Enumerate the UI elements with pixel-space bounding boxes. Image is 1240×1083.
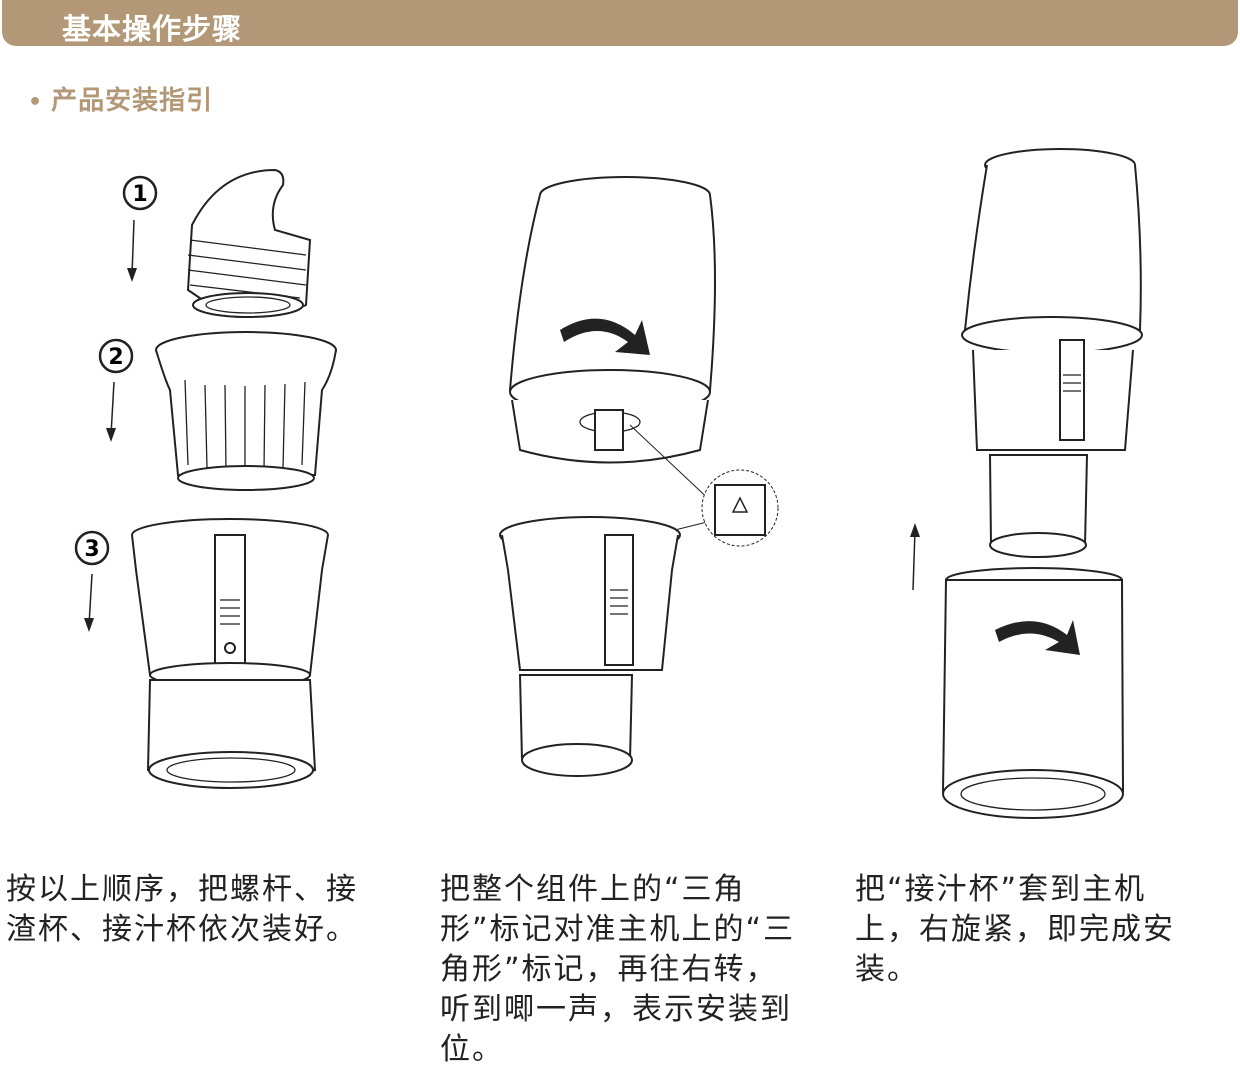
step-marker-3: 3 <box>74 530 110 566</box>
section-title-text: 产品安装指引 <box>51 86 214 116</box>
marker-2-label: 2 <box>108 345 123 370</box>
juice-cup-part-2 <box>941 567 1125 819</box>
juice-cup-part <box>146 679 317 789</box>
main-unit-part <box>508 176 716 464</box>
header-bar: 基本操作步骤 <box>2 0 1238 46</box>
main-unit-assembled-part <box>961 148 1143 558</box>
bowl-part <box>131 518 329 688</box>
attach-cup-illustration <box>910 148 1143 819</box>
bullet-icon: • <box>28 90 44 115</box>
section-title: • 产品安装指引 <box>28 80 213 117</box>
auger-screw-part <box>186 168 312 318</box>
strainer-basket-part <box>155 331 337 491</box>
step-2-text: 把整个组件上的“三角形”标记对准主机上的“三角形”标记，再往右转，听到唧一声，表… <box>440 872 796 1067</box>
align-triangle-illustration <box>499 176 779 777</box>
step-marker-1: 1 <box>122 175 158 211</box>
marker-3-label: 3 <box>84 537 99 562</box>
bowl-assembly-part <box>499 516 681 777</box>
marker-1-label: 1 <box>132 182 147 207</box>
page-title: 基本操作步骤 <box>62 12 243 46</box>
step-marker-2: 2 <box>98 338 134 374</box>
step-3-text: 把“接汁杯”套到主机上，右旋紧，即完成安装。 <box>855 872 1175 987</box>
exploded-assembly-illustration: 1 2 3 <box>74 168 337 789</box>
rotate-right-arrow-icon <box>560 318 650 355</box>
step-1-text: 按以上顺序，把螺杆、接渣杯、接汁杯依次装好。 <box>6 872 358 947</box>
triangle-mark-detail <box>701 469 779 547</box>
rotate-right-arrow-icon-2 <box>995 620 1080 655</box>
